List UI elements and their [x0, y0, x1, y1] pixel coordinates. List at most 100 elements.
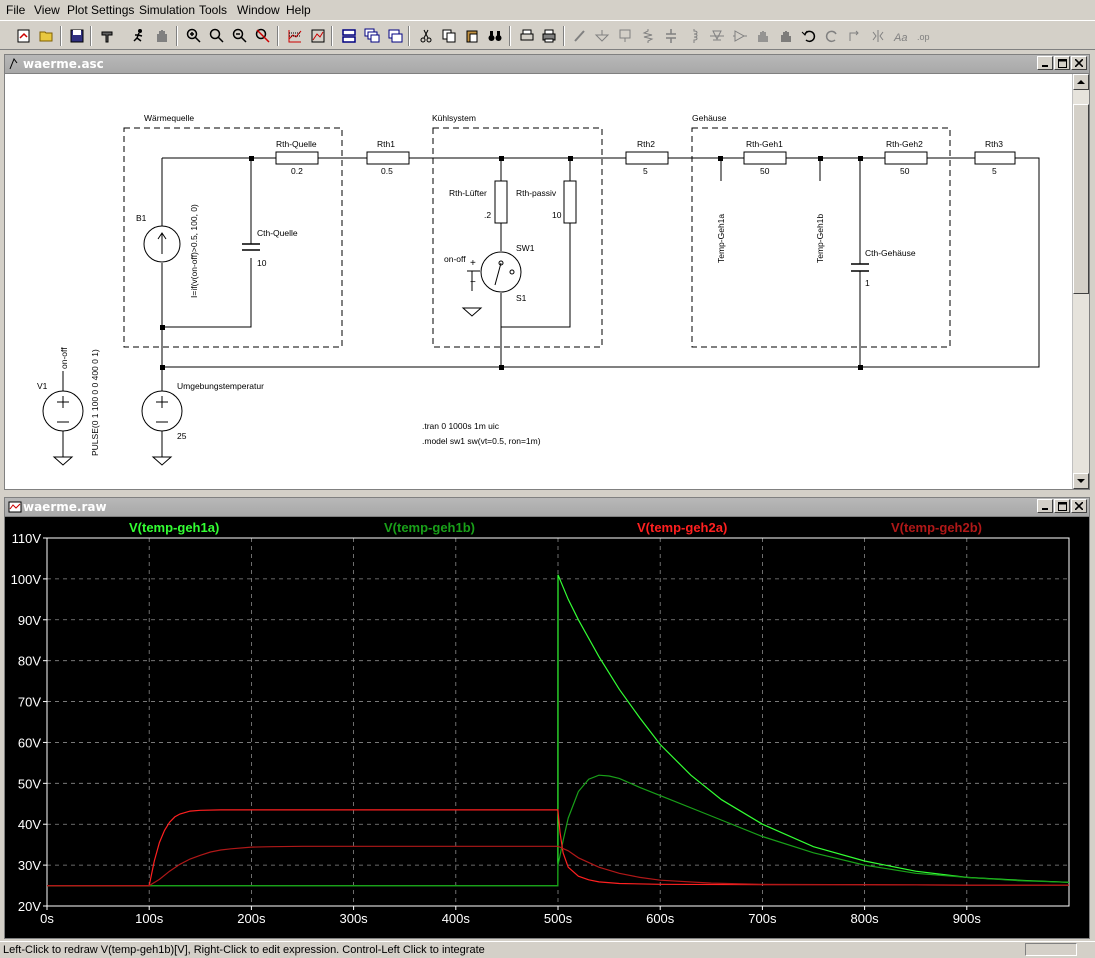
print-button[interactable] [538, 25, 559, 46]
run-button[interactable] [128, 25, 149, 46]
menu-plot-settings[interactable]: Plot Settings [67, 3, 135, 17]
undo-icon [801, 30, 815, 42]
capacitor-button[interactable] [660, 25, 681, 46]
menu-window[interactable]: Window [237, 3, 280, 17]
legend-v-temp-geh1a[interactable]: V(temp-geh1a) [129, 520, 219, 535]
gehaeuse-box [691, 127, 951, 348]
copy-button[interactable] [438, 25, 459, 46]
minimize-button[interactable] [1037, 499, 1053, 513]
resistor-rth-luefter[interactable] [494, 180, 508, 224]
open-button[interactable] [36, 25, 57, 46]
legend-v-temp-geh2b[interactable]: V(temp-geh2b) [891, 520, 982, 535]
mirror-button[interactable] [867, 25, 888, 46]
schematic-scrollbar[interactable] [1072, 74, 1089, 489]
inductor-button[interactable] [683, 25, 704, 46]
trace-v-temp-geh2b[interactable] [47, 845, 1069, 887]
menu-bar: File View Plot Settings Simulation Tools… [0, 0, 1095, 20]
redo-button[interactable] [821, 25, 842, 46]
scroll-thumb[interactable] [1073, 104, 1089, 294]
text-button[interactable]: Aa [890, 25, 911, 46]
spice-directive-icon: .op [917, 32, 930, 42]
net-label-temp-geh1a[interactable]: Temp-Geh1a [716, 214, 726, 263]
ground-button[interactable] [591, 25, 612, 46]
y-tick-label: 90V [18, 613, 41, 628]
menu-help[interactable]: Help [286, 3, 311, 17]
resistor-rth-geh2[interactable] [884, 151, 928, 165]
resistor-rth2[interactable] [625, 151, 669, 165]
legend-v-temp-geh1b[interactable]: V(temp-geh1b) [384, 520, 475, 535]
drag-button[interactable] [775, 25, 796, 46]
paste-icon [466, 30, 477, 42]
sw1-model: S1 [516, 293, 527, 303]
toolbar-separator [277, 26, 279, 46]
menu-tools[interactable]: Tools [199, 3, 228, 17]
diode-button[interactable] [706, 25, 727, 46]
capacitor-cth-quelle[interactable] [242, 243, 260, 251]
trace-v-temp-geh1b[interactable] [47, 774, 1070, 887]
voltage-source-umgebung[interactable] [141, 390, 183, 432]
fit-plot-button[interactable] [307, 25, 328, 46]
label-net-button[interactable] [614, 25, 635, 46]
net-label-temp-geh1b[interactable]: Temp-Geh1b [815, 214, 825, 263]
zoom-in-button[interactable] [183, 25, 204, 46]
move-button[interactable] [752, 25, 773, 46]
current-source-b1[interactable] [143, 225, 181, 263]
schematic-canvas[interactable]: Wärmequelle Kühlsystem Gehäuse [5, 74, 1073, 489]
maximize-button[interactable] [1054, 56, 1070, 70]
close-button[interactable] [1071, 499, 1087, 513]
trace-v-temp-geh1a[interactable] [47, 574, 1070, 887]
close-button[interactable] [1071, 56, 1087, 70]
new-schematic-button[interactable] [13, 25, 34, 46]
close-all-button[interactable] [384, 25, 405, 46]
tile-horizontal-button[interactable] [338, 25, 359, 46]
voltage-source-v1[interactable] [42, 390, 84, 432]
cascade-button[interactable] [361, 25, 382, 46]
zoom-fit-button[interactable] [252, 25, 273, 46]
binoculars-icon [488, 30, 501, 41]
autorange-button[interactable] [284, 25, 305, 46]
trace-v-temp-geh2a[interactable] [47, 809, 1069, 887]
toolbar-separator [176, 26, 178, 46]
control-panel-button[interactable] [97, 25, 118, 46]
resistor-rth3[interactable] [974, 151, 1016, 165]
maximize-icon [1057, 58, 1067, 68]
spice-directive-button[interactable]: .op [913, 25, 934, 46]
resistor-rth-passiv[interactable] [563, 180, 577, 224]
directive-tran[interactable]: .tran 0 1000s 1m uic [422, 421, 500, 431]
maximize-button[interactable] [1054, 499, 1070, 513]
directive-model[interactable]: .model sw1 sw(vt=0.5, ron=1m) [422, 436, 541, 446]
draw-wire-button[interactable] [569, 25, 590, 46]
resistor-rth-quelle[interactable] [275, 151, 319, 165]
pan-button[interactable] [206, 25, 227, 46]
switch-sw1[interactable] [480, 251, 522, 293]
scroll-up-button[interactable] [1073, 74, 1089, 90]
find-button[interactable] [484, 25, 505, 46]
print-setup-button[interactable] [516, 25, 537, 46]
resistor-rth-geh1[interactable] [743, 151, 787, 165]
plot-traces[interactable] [47, 574, 1070, 887]
legend-v-temp-geh2a[interactable]: V(temp-geh2a) [637, 520, 727, 535]
schematic-titlebar: waerme.asc [5, 55, 1089, 74]
cut-button[interactable] [415, 25, 436, 46]
resistor-rth1[interactable] [366, 151, 410, 165]
save-button[interactable] [66, 25, 87, 46]
sw1-control-net: on-off [444, 254, 466, 264]
resistor-button[interactable] [637, 25, 658, 46]
component-button[interactable] [729, 25, 750, 46]
rotate-button[interactable] [844, 25, 865, 46]
halt-button[interactable] [151, 25, 172, 46]
scroll-down-button[interactable] [1073, 473, 1089, 489]
capacitor-cth-gehaeuse[interactable] [851, 263, 869, 272]
minimize-button[interactable] [1037, 56, 1053, 70]
zoom-out-button[interactable] [229, 25, 250, 46]
v1-net-label[interactable]: on-off [59, 347, 69, 369]
menu-file[interactable]: File [6, 3, 26, 17]
open-folder-icon [39, 31, 52, 41]
paste-button[interactable] [461, 25, 482, 46]
menu-simulation[interactable]: Simulation [139, 3, 196, 17]
inductor-icon [693, 28, 697, 43]
undo-button[interactable] [798, 25, 819, 46]
menu-view[interactable]: View [34, 3, 60, 17]
toolbar-separator [331, 26, 333, 46]
